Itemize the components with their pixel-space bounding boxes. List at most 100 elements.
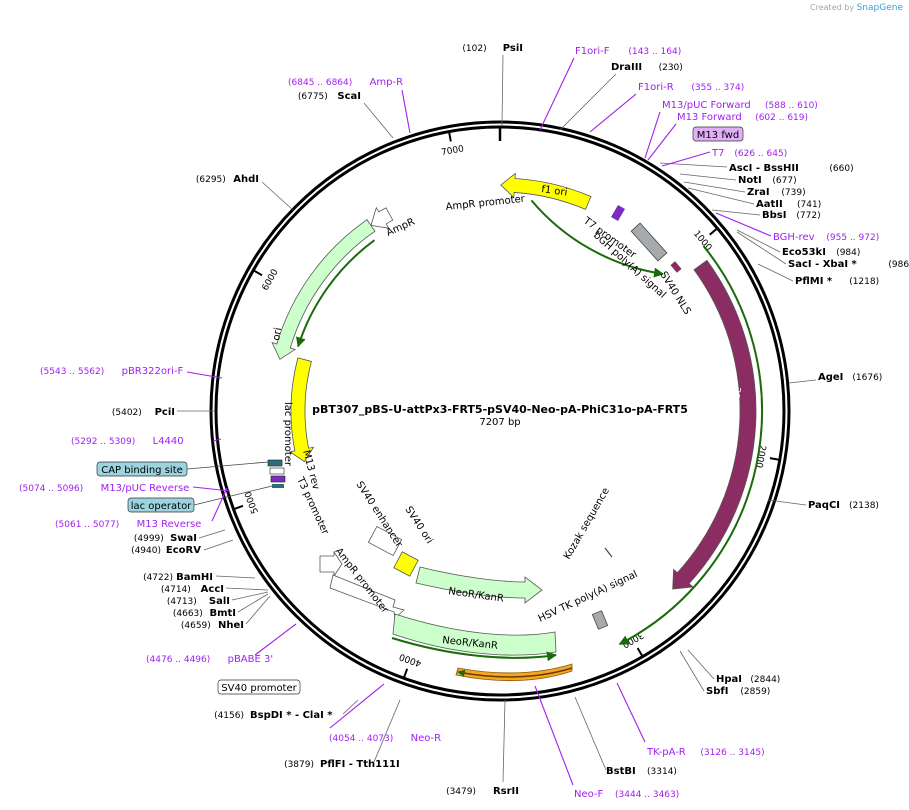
svg-text:PsiI: PsiI (503, 43, 523, 54)
tick-5000 (233, 504, 244, 511)
svg-text:(3314): (3314) (647, 767, 677, 777)
site-leader (237, 593, 269, 613)
site-swai: SwaI(4999) (134, 533, 197, 544)
primer-bgh-rev: BGH-rev(955 .. 972) (715, 212, 879, 243)
feature-ampr (271, 219, 376, 360)
orf-f1 (530, 199, 665, 278)
site-leader (767, 499, 807, 506)
svg-text:(2844): (2844) (750, 675, 780, 685)
svg-text:BamHI: BamHI (176, 572, 213, 583)
svg-text:PaqCI: PaqCI (808, 500, 840, 511)
site-hpai: HpaI (2844) (716, 674, 780, 685)
label-ampr-promoter: AmpR promoter (445, 194, 526, 213)
site-leader (736, 231, 787, 265)
svg-text:L4440: L4440 (153, 436, 184, 447)
svg-text:(4054 .. 4073): (4054 .. 4073) (329, 734, 393, 744)
primer-m13-reverse: (5061 .. 5077)M13 Reverse (55, 487, 228, 530)
svg-text:(955 .. 972): (955 .. 972) (826, 233, 879, 243)
site-pflfi: (3879)PflFI - Tth111I (284, 759, 400, 770)
site-leader (757, 263, 794, 282)
label-f1ori: f1 ori (541, 184, 568, 199)
sv40-ori-box (393, 551, 419, 577)
t7-promoter-mark (611, 204, 625, 222)
site-bbsi: BbsI(772) (762, 210, 821, 221)
lac-promoter-mark (269, 467, 285, 475)
svg-text:(677): (677) (772, 176, 796, 186)
snapgene-logo: SnapGene (856, 3, 903, 13)
svg-text:NotI: NotI (738, 175, 762, 186)
primer-neo-f: Neo-F (3444 .. 3463) (534, 685, 679, 800)
svg-text:(4714): (4714) (161, 585, 191, 595)
site-leader (363, 102, 394, 139)
svg-text:(1676): (1676) (852, 373, 882, 383)
primer-m13-puc-reverse: (5074 .. 5096)M13/pUC Reverse (19, 483, 231, 494)
m13rev-mark (267, 459, 283, 467)
site-leader (788, 379, 817, 384)
site-leader (203, 539, 234, 551)
primer-m13-forward: M13 Forward(602 .. 619) (647, 112, 808, 161)
box-cap: CAP binding site (101, 465, 183, 476)
site-leader (687, 187, 755, 205)
svg-text:(588 .. 610): (588 .. 610) (765, 101, 818, 111)
site-pcii: PciI(5402) (112, 407, 175, 418)
sv40-enhancer-box (367, 525, 403, 557)
svg-text:pBABE 3': pBABE 3' (228, 654, 274, 665)
svg-text:(741): (741) (797, 200, 821, 210)
site-leader (342, 699, 359, 715)
site-noti: NotI (677) (738, 175, 797, 186)
svg-text:(772): (772) (796, 211, 820, 221)
svg-text:(4722): (4722) (143, 573, 173, 583)
svg-text:AccI: AccI (201, 584, 224, 595)
tick-1000 (709, 227, 719, 236)
site-leader (215, 575, 256, 579)
primer-labels: F1ori-F(143 .. 164)F1ori-R(355 .. 374)M1… (19, 46, 879, 800)
svg-text:DraIII: DraIII (611, 62, 642, 73)
svg-text:F1ori-F: F1ori-F (575, 46, 610, 57)
svg-text:pBR322ori-F: pBR322ori-F (122, 366, 184, 377)
svg-text:SbfI: SbfI (706, 686, 728, 697)
svg-text:Neo-F: Neo-F (574, 789, 604, 800)
svg-text:SalI: SalI (209, 596, 230, 607)
tick-7000 (448, 131, 452, 142)
svg-text:M13/pUC Reverse: M13/pUC Reverse (101, 483, 190, 494)
svg-text:ScaI: ScaI (337, 91, 361, 102)
svg-text:(3444 .. 3463): (3444 .. 3463) (615, 790, 679, 800)
restriction-sites: PsiI(102)DraIII(230)AscI - BssHII(660)No… (112, 43, 909, 797)
svg-text:M13 Reverse: M13 Reverse (137, 519, 202, 530)
neor-upper-arrow (415, 566, 543, 604)
site-leader (574, 696, 607, 771)
site-leader (559, 73, 617, 131)
label-sv40-ori: SV40 ori (402, 505, 434, 546)
site-pflmi: PflMI *(1218) (795, 276, 879, 287)
label-ori: ori (271, 327, 284, 342)
site-leader (198, 529, 226, 539)
orange-feature-line (457, 667, 573, 678)
orf-integrase (618, 245, 763, 646)
kozak-mark (604, 547, 613, 558)
site-leader (245, 595, 271, 625)
svg-text:ZraI: ZraI (747, 187, 770, 198)
primer-tk-pa-r: TK-pA-R(3126 .. 3145) (616, 682, 765, 758)
svg-text:BspDI * - ClaI *: BspDI * - ClaI * (250, 710, 333, 721)
primer-f1ori-r: F1ori-R(355 .. 374) (589, 82, 744, 133)
backbone-inner (214, 125, 786, 697)
svg-text:SwaI: SwaI (170, 533, 197, 544)
watermark: Created by SnapGene (810, 3, 903, 13)
hsv-tk-polya-mark (591, 610, 609, 630)
tick-label-1000: 1000 (691, 229, 714, 253)
site-leader (679, 173, 737, 181)
svg-text:PciI: PciI (155, 407, 175, 418)
ampr-promoter2-arrow (329, 574, 405, 619)
svg-text:EcoRV: EcoRV (166, 545, 201, 556)
svg-text:Neo-R: Neo-R (411, 733, 442, 744)
svg-text:Eco53kI: Eco53kI (782, 247, 826, 258)
label-hsv-tk: HSV TK poly(A) signal (537, 569, 640, 625)
svg-text:(355 .. 374): (355 .. 374) (691, 83, 744, 93)
orf-ampr (296, 239, 376, 348)
svg-text:HpaI: HpaI (716, 674, 742, 685)
ampr-promoter2-shape (319, 550, 343, 578)
tick-label-7000: 7000 (440, 144, 465, 158)
site-leader (261, 181, 294, 211)
features (271, 172, 763, 646)
